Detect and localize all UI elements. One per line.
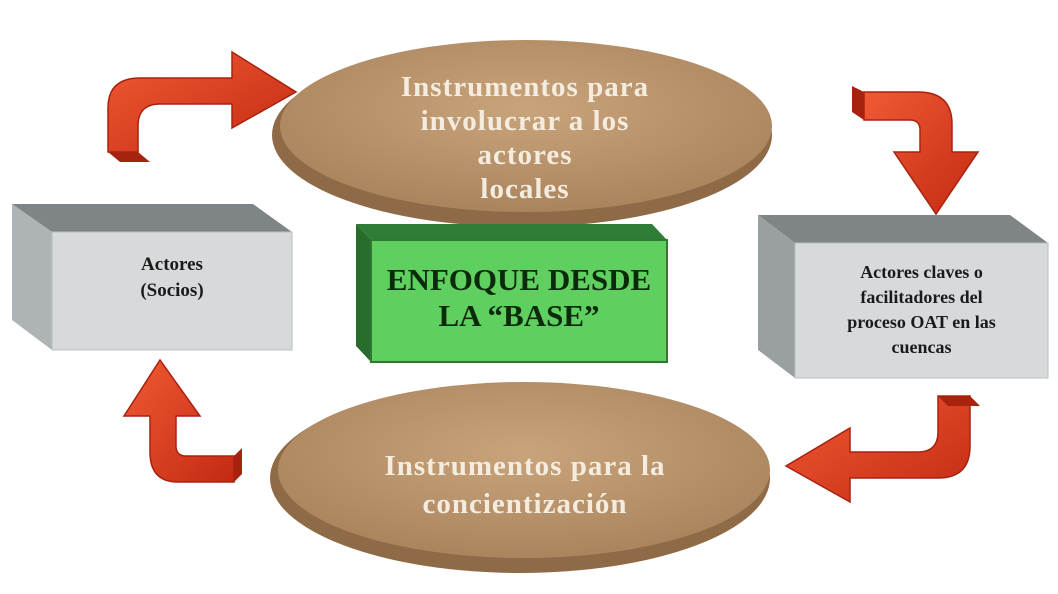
bottom-ellipse-line: Instrumentos para la <box>384 450 666 482</box>
top-ellipse <box>272 40 772 227</box>
top-ellipse-line: locales <box>480 173 570 205</box>
bottom-ellipse-line: concientización <box>422 488 628 520</box>
right-box-line: Actores claves o <box>860 262 983 282</box>
right-box-line: facilitadores del <box>860 287 983 307</box>
right-box-line: proceso OAT en las <box>847 312 996 332</box>
left-box-label: Actores (Socios) <box>52 252 292 304</box>
center-box <box>356 224 668 363</box>
top-ellipse-line: involucrar a los <box>420 105 630 137</box>
left-box-line: Actores <box>141 254 203 275</box>
right-box-label: Actores claves o facilitadores del proce… <box>795 260 1048 360</box>
left-box <box>12 204 293 351</box>
left-box-line: (Socios) <box>140 280 204 301</box>
arrow-top-right-icon <box>852 86 980 216</box>
bottom-ellipse <box>270 382 770 573</box>
top-ellipse-line: Instrumentos para <box>400 71 650 103</box>
top-ellipse-label: Instrumentos para involucrar a los actor… <box>330 70 720 206</box>
arrow-bottom-right-icon <box>784 395 980 504</box>
center-box-line: ENFOQUE DESDE <box>386 262 652 297</box>
right-box <box>758 215 1049 379</box>
arrow-bottom-left-icon <box>122 358 242 483</box>
center-box-line: LA “BASE” <box>438 298 600 333</box>
center-box-label: ENFOQUE DESDE LA “BASE” <box>371 262 667 334</box>
bottom-ellipse-label: Instrumentos para la concientización <box>320 447 730 523</box>
top-ellipse-line: actores <box>477 139 573 171</box>
arrow-top-left-icon <box>107 50 298 162</box>
right-box-line: cuencas <box>891 337 952 357</box>
